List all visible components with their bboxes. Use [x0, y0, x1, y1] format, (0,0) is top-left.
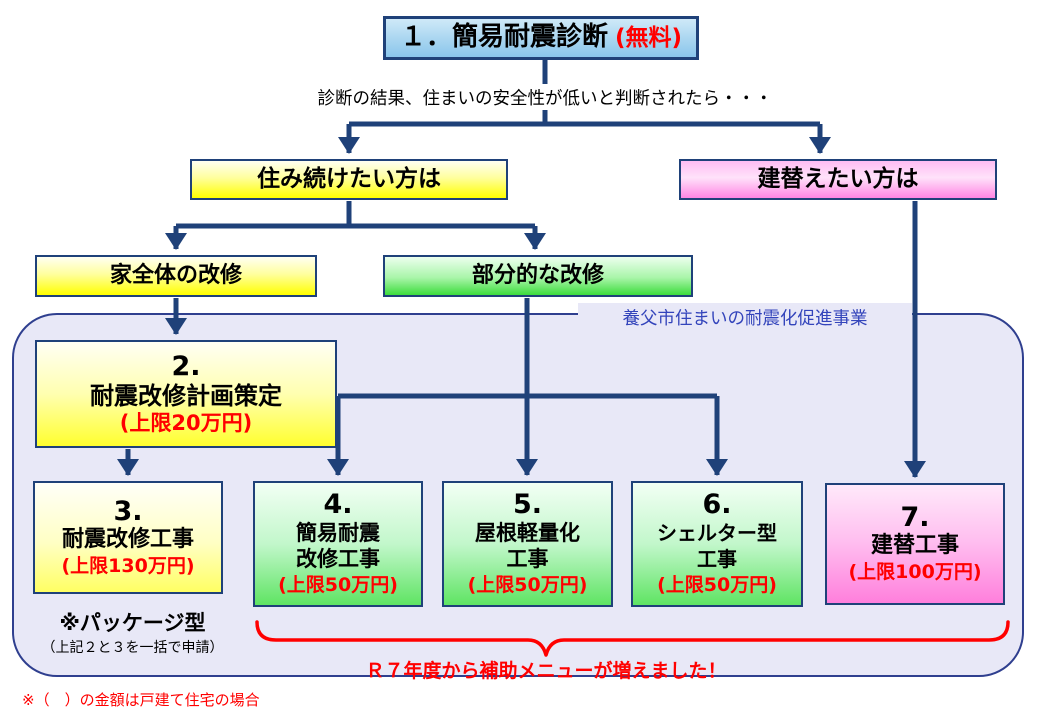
branch-rebuild-box: 建替えたい方は — [679, 159, 997, 200]
step2-number: 2. — [171, 351, 201, 382]
diagnosis-free-note: (無料) — [614, 24, 683, 51]
step5-title: 屋根軽量化 — [475, 521, 580, 545]
whole-renovation-label: 家全体の改修 — [109, 263, 242, 289]
whole-renovation-box: 家全体の改修 — [35, 255, 317, 297]
diagnosis-label: １．簡易耐震診断 — [399, 22, 608, 53]
step6-title: シェルター型 — [657, 521, 777, 545]
step4-title: 簡易耐震 — [296, 521, 380, 545]
step6-title-line2: 工事 — [697, 547, 737, 571]
step7-limit: (上限100万円) — [848, 561, 982, 583]
new-menu-caption: Ｒ７年度から補助メニューが増えました！ — [365, 660, 727, 682]
step4-limit: (上限50万円) — [278, 574, 398, 596]
diagnosis-box: １．簡易耐震診断 (無料) — [383, 16, 699, 60]
partial-renovation-label: 部分的な改修 — [471, 263, 604, 289]
branch-stay-label: 住み続けたい方は — [257, 166, 441, 193]
step5-roof-lightening-box: 5. 屋根軽量化 工事 (上限50万円) — [442, 481, 613, 607]
program-panel-label: 養父市住まいの耐震化促進事業 — [578, 303, 912, 335]
step7-rebuild-box: 7. 建替工事 (上限100万円) — [825, 483, 1005, 605]
result-caption: 診断の結果、住まいの安全性が低いと判断されたら・・・ — [317, 89, 773, 109]
step3-title: 耐震改修工事 — [61, 526, 194, 552]
step5-limit: (上限50万円) — [467, 574, 588, 596]
footer-note: ※（ ）の金額は戸建て住宅の場合 — [22, 691, 260, 709]
package-note-detail: （上記２と３を一括で申請） — [41, 640, 224, 656]
connector-split-stay — [176, 201, 535, 229]
step2-limit: (上限20万円) — [119, 411, 253, 435]
branch-rebuild-label: 建替えたい方は — [757, 166, 919, 193]
step6-limit: (上限50万円) — [657, 574, 777, 596]
step6-number: 6. — [702, 489, 732, 520]
step4-number: 4. — [323, 489, 353, 520]
step3-retrofit-box: 3. 耐震改修工事 (上限130万円) — [33, 481, 223, 594]
step2-plan-box: 2. 耐震改修計画策定 (上限20万円) — [35, 340, 337, 448]
step3-limit: (上限130万円) — [61, 554, 195, 577]
package-note-title: ※パッケージ型 — [59, 611, 206, 635]
step7-title: 建替工事 — [870, 533, 959, 558]
step4-title-line2: 改修工事 — [296, 547, 380, 571]
step7-number: 7. — [900, 502, 930, 533]
partial-renovation-box: 部分的な改修 — [383, 255, 693, 297]
step5-title-line2: 工事 — [506, 547, 549, 571]
connector-split-top — [349, 110, 820, 127]
step3-number: 3. — [113, 495, 143, 527]
step2-title: 耐震改修計画策定 — [90, 382, 282, 410]
branch-stay-box: 住み続けたい方は — [190, 159, 508, 200]
step6-shelter-box: 6. シェルター型 工事 (上限50万円) — [631, 481, 803, 607]
new-menu-brace — [255, 620, 1010, 657]
step4-simple-retrofit-box: 4. 簡易耐震 改修工事 (上限50万円) — [253, 481, 423, 607]
step5-number: 5. — [512, 489, 543, 520]
